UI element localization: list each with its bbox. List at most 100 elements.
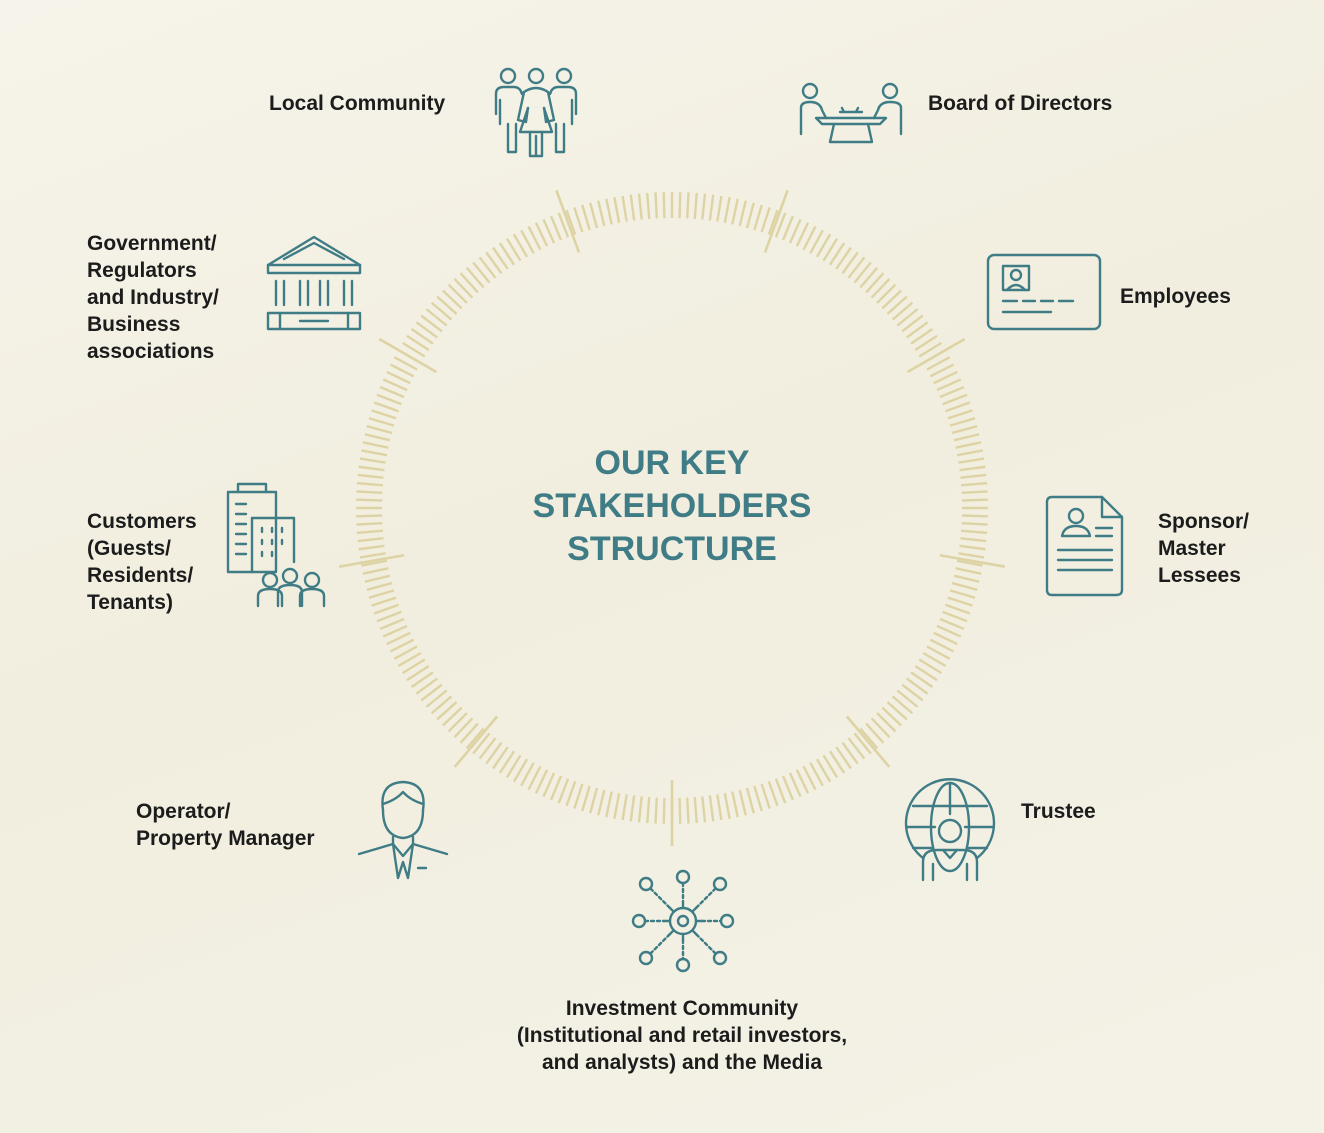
contract-document-icon	[1046, 496, 1124, 596]
ring-tick	[356, 490, 383, 495]
ring-tick	[366, 425, 393, 435]
ring-tick	[420, 314, 443, 333]
ring-tick	[929, 638, 955, 653]
ring-tick	[822, 754, 839, 779]
ring-tick	[708, 194, 715, 221]
ring-tick	[425, 308, 448, 327]
ring-tick	[637, 193, 643, 220]
ring-tick	[415, 677, 439, 695]
ring-tick	[961, 490, 988, 495]
ring-tick	[876, 283, 897, 304]
ring-divider	[845, 715, 891, 768]
ring-tick	[368, 417, 395, 427]
ring-tick	[886, 295, 908, 315]
ring-divider	[453, 715, 499, 768]
ring-tick	[581, 785, 591, 812]
ring-tick	[505, 754, 522, 779]
ring-tick	[397, 651, 422, 668]
ring-tick	[795, 769, 810, 794]
ring-tick	[581, 204, 591, 231]
ring-tick	[478, 737, 497, 760]
ring-tick	[731, 791, 739, 818]
ring-tick	[951, 581, 978, 591]
ring-tick	[621, 794, 628, 821]
ring-tick	[436, 701, 458, 721]
ring-tick	[853, 261, 872, 284]
ring-tick	[357, 537, 384, 543]
ring-tick	[926, 356, 951, 371]
ring-tick	[731, 198, 739, 225]
ring-tick	[362, 441, 389, 449]
buildings-people-icon	[226, 482, 328, 610]
ring-tick	[781, 215, 795, 241]
ring-tick	[465, 266, 485, 289]
ring-tick	[373, 401, 400, 413]
ring-divider	[338, 553, 405, 568]
ring-tick	[753, 785, 763, 812]
label-local-community: Local Community	[269, 92, 446, 115]
ring-tick	[841, 741, 859, 765]
ring-tick	[589, 787, 599, 814]
ring-tick	[410, 328, 434, 345]
ring-tick	[382, 378, 408, 392]
ring-tick	[520, 762, 535, 787]
ring-tick	[646, 797, 651, 824]
ring-tick	[629, 194, 636, 221]
ring-tick	[415, 321, 439, 339]
ring-tick	[436, 295, 458, 315]
ring-tick	[589, 202, 599, 229]
ring-tick	[936, 624, 962, 638]
ring-tick	[918, 658, 943, 675]
ring-tick	[716, 794, 723, 821]
ring-tick	[767, 209, 779, 236]
ring-tick	[441, 706, 463, 727]
ring-tick	[654, 797, 659, 824]
ring-tick	[366, 581, 393, 591]
ring-tick	[949, 417, 976, 427]
ring-tick	[753, 204, 763, 231]
ring-tick	[881, 289, 903, 310]
ring-tick	[947, 409, 973, 420]
ring-tick	[958, 552, 985, 559]
ring-tick	[809, 229, 824, 254]
meeting-table-icon	[798, 82, 904, 146]
ring-tick	[447, 283, 468, 304]
ring-tick	[955, 567, 982, 575]
ring-tick	[441, 289, 463, 310]
ring-tick	[910, 328, 934, 345]
ring-tick	[478, 256, 497, 279]
ring-tick	[961, 521, 988, 526]
ring-tick	[356, 529, 383, 534]
ring-tick	[472, 261, 491, 284]
ring-tick	[379, 385, 405, 399]
ring-tick	[896, 689, 919, 708]
ring-tick	[447, 712, 468, 733]
ring-tick	[841, 251, 859, 275]
ring-tick	[929, 363, 955, 378]
ring-tick	[685, 192, 690, 219]
ring-tick	[613, 197, 621, 224]
ring-tick	[573, 783, 584, 809]
ring-tick	[356, 521, 383, 526]
people-group-icon	[486, 64, 586, 160]
label-employees: Employees	[1120, 285, 1231, 308]
ring-tick	[693, 797, 698, 824]
ring-tick	[774, 212, 787, 238]
network-gear-icon	[631, 869, 735, 973]
ring-tick	[876, 712, 897, 733]
ring-tick	[401, 341, 426, 358]
label-investment-community: Investment Community (Institutional and …	[516, 997, 848, 1074]
ring-tick	[371, 596, 397, 607]
ring-tick	[723, 792, 731, 819]
ring-tick	[459, 722, 479, 744]
ring-tick	[389, 638, 415, 653]
ring-tick	[795, 222, 810, 247]
ring-tick	[654, 192, 659, 219]
ring-tick	[914, 334, 938, 352]
ring-tick	[597, 789, 606, 816]
label-board-of-directors: Board of Directors	[928, 92, 1113, 115]
ring-tick	[760, 207, 771, 233]
ring-tick	[933, 631, 958, 646]
ring-tick	[527, 225, 542, 251]
